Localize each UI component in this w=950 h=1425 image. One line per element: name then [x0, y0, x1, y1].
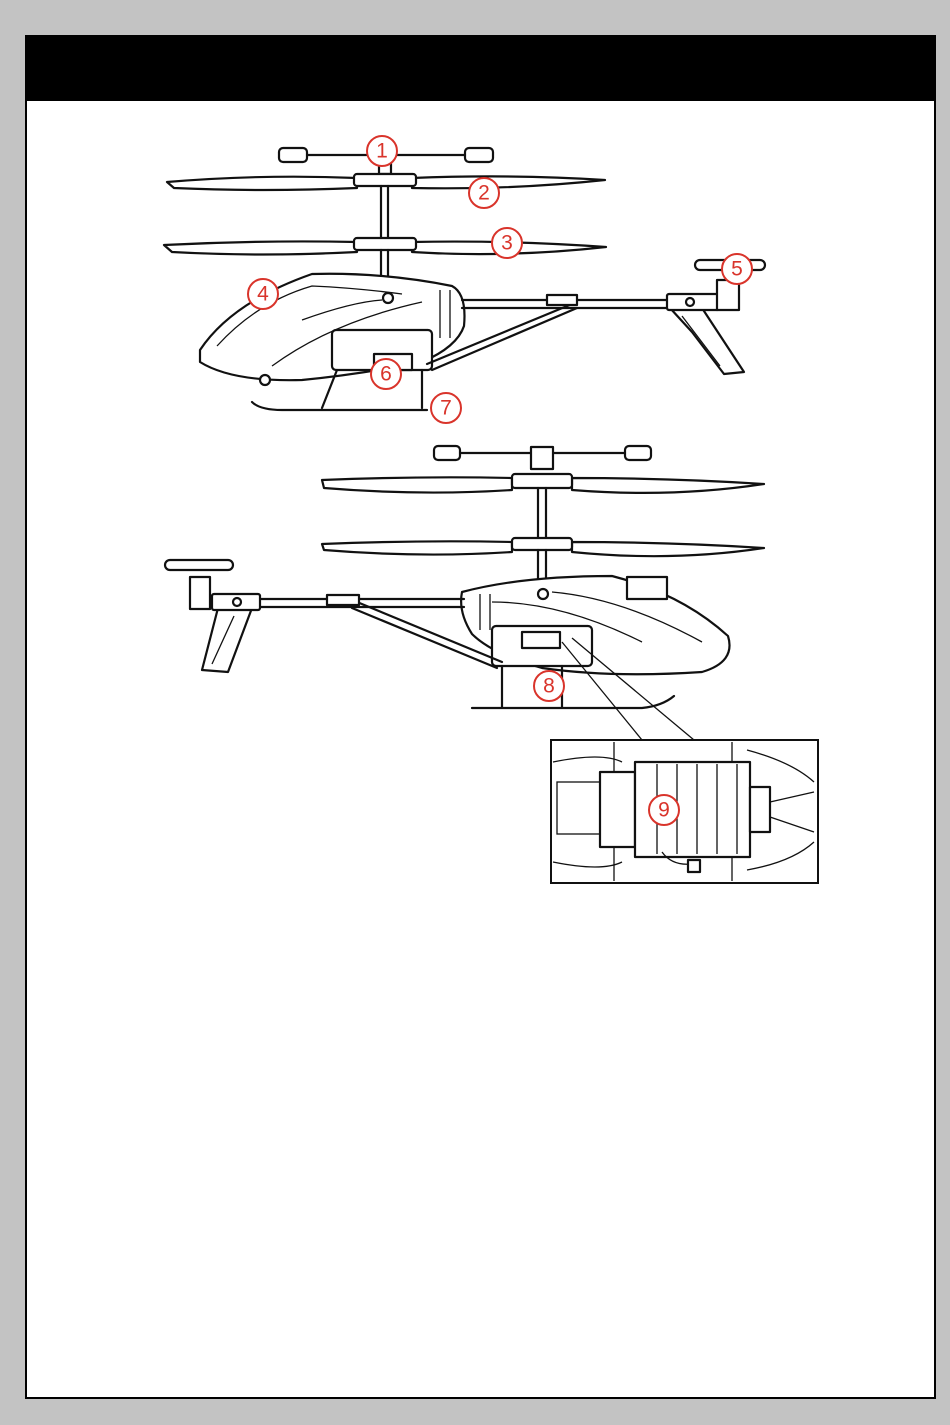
helicopter-diagram: 1 2 3 4 5 6 7 8 — [27, 37, 934, 1397]
svg-text:1: 1 — [376, 140, 388, 163]
callout-4: 4 — [248, 279, 278, 309]
svg-text:5: 5 — [731, 258, 743, 281]
callout-8: 8 — [534, 671, 564, 701]
svg-text:9: 9 — [658, 799, 670, 822]
svg-text:7: 7 — [440, 397, 452, 420]
svg-text:8: 8 — [543, 675, 555, 698]
helicopter-side-view-right — [165, 446, 764, 740]
svg-text:3: 3 — [501, 232, 513, 255]
helicopter-side-view-left — [164, 148, 765, 410]
callout-3: 3 — [492, 228, 522, 258]
svg-text:6: 6 — [380, 363, 392, 386]
callout-7: 7 — [431, 393, 461, 423]
manual-page: 1 2 3 4 5 6 7 8 — [25, 35, 936, 1399]
callout-6: 6 — [371, 359, 401, 389]
callout-1: 1 — [367, 136, 397, 166]
battery-detail-inset — [551, 740, 818, 883]
callout-2: 2 — [469, 178, 499, 208]
svg-text:4: 4 — [257, 283, 269, 306]
svg-text:2: 2 — [478, 182, 490, 205]
callout-9: 9 — [649, 795, 679, 825]
callout-5: 5 — [722, 254, 752, 284]
